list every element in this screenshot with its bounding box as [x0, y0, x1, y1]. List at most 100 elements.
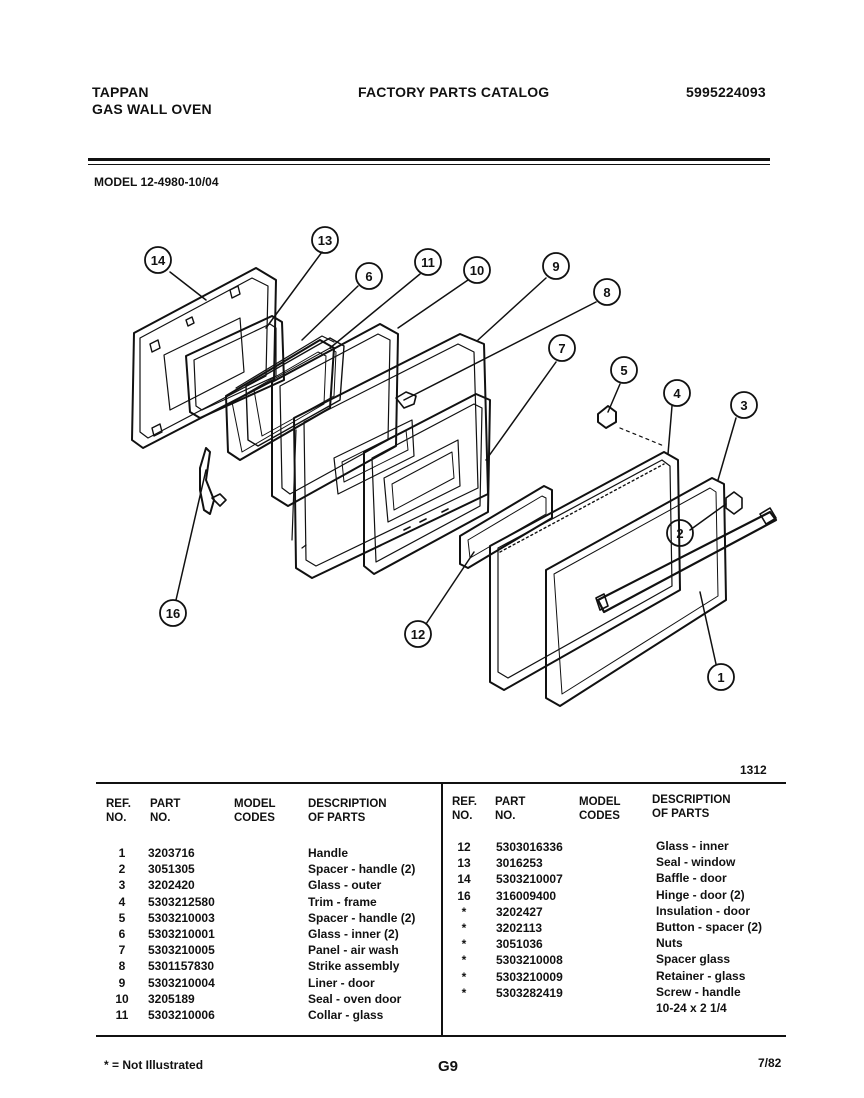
- brand-block: TAPPAN GAS WALL OVEN: [92, 84, 212, 118]
- part-cell: 3205189: [148, 991, 195, 1006]
- part-8-strike: [395, 391, 417, 409]
- part-cell: 5303210006: [148, 1008, 215, 1023]
- left-part-column: 3203716 3051305 3202420 5303212580 53032…: [148, 845, 215, 1023]
- table-top-rule: [96, 782, 786, 784]
- desc-cell: Nuts: [656, 936, 683, 951]
- part-12-glass: [459, 485, 553, 569]
- leader-lines: [169, 251, 737, 665]
- callout-4: 4: [673, 386, 681, 401]
- callout-10: 10: [470, 263, 484, 278]
- part-cell: 3051305: [148, 862, 195, 877]
- part-cell: 5303210009: [496, 969, 563, 984]
- ref-cell: 5: [118, 910, 126, 925]
- desc-cell: 10-24 x 2 1/4: [656, 1001, 727, 1016]
- part-cell: 3016253: [496, 856, 543, 871]
- callout-9: 9: [552, 259, 559, 274]
- table-bottom-rule: [96, 1035, 786, 1037]
- desc-cell: Baffle - door: [656, 871, 727, 886]
- product-name: GAS WALL OVEN: [92, 101, 212, 117]
- part-13-seal: [185, 315, 285, 419]
- ref-cell: *: [461, 937, 467, 952]
- part-1-handle: [595, 507, 778, 614]
- desc-cell: Spacer - handle (2): [308, 910, 416, 925]
- part-4-trim: [489, 451, 681, 691]
- ref-cell: 2: [118, 862, 126, 877]
- part-cell: 5303210001: [148, 927, 215, 942]
- desc-cell: Screw - handle: [656, 984, 741, 999]
- part-cell: 5303210003: [148, 910, 215, 925]
- part-cell: 3051036: [496, 937, 543, 952]
- ref-cell: 9: [118, 975, 126, 990]
- desc-cell: Glass - outer: [308, 878, 382, 893]
- table-divider: [441, 784, 443, 1035]
- part-cell: 5303212580: [148, 894, 215, 909]
- right-desc-column: Glass - inner Seal - window Baffle - doo…: [656, 838, 762, 1016]
- callout-5: 5: [620, 363, 627, 378]
- desc-cell: Glass - inner: [656, 839, 729, 853]
- ref-cell: 1: [118, 846, 126, 860]
- ref-cell: 6: [118, 927, 126, 942]
- ref-cell: 3: [118, 878, 126, 893]
- header-rule-thin: [88, 164, 770, 165]
- callout-7: 7: [558, 341, 565, 356]
- desc-cell: Spacer glass: [656, 952, 731, 967]
- desc-cell: Hinge - door (2): [656, 887, 745, 902]
- left-desc-column: Handle Spacer - handle (2) Glass - outer…: [308, 845, 415, 1023]
- ref-cell: *: [461, 904, 467, 919]
- desc-cell: Trim - frame: [308, 894, 377, 909]
- part-2-spacer: [725, 491, 743, 515]
- ref-cell: 11: [115, 1008, 129, 1023]
- desc-cell: Strike assembly: [308, 959, 400, 974]
- ref-cell: 8: [118, 959, 126, 974]
- header-ref-left: REF.NO.: [106, 798, 131, 824]
- callout-8: 8: [603, 285, 610, 300]
- left-ref-column: 1 2 3 4 5 6 7 8 9 10 11: [110, 845, 134, 1023]
- catalog-title: FACTORY PARTS CATALOG: [358, 84, 550, 100]
- desc-cell: Liner - door: [308, 975, 375, 990]
- header-ref-right: REF.NO.: [452, 796, 477, 822]
- ref-cell: 7: [118, 943, 126, 958]
- header-rule: [88, 158, 770, 161]
- desc-cell: Collar - glass: [308, 1008, 384, 1023]
- part-cell: 3202427: [496, 904, 543, 919]
- right-part-column: 5303016336 3016253 5303210007 316009400 …: [496, 839, 563, 1001]
- part-16-hinge: [199, 447, 227, 515]
- part-cell: 5303282419: [496, 985, 563, 1000]
- part-11-collar: [245, 337, 345, 447]
- desc-cell: Spacer - handle (2): [308, 862, 416, 877]
- desc-cell: Insulation - door: [656, 903, 750, 918]
- page-number: G9: [438, 1058, 459, 1075]
- part-3-glass: [545, 477, 727, 707]
- callout-6: 6: [365, 269, 372, 284]
- ref-cell: 4: [118, 894, 126, 909]
- callout-2: 2: [676, 526, 683, 541]
- ref-cell: *: [461, 953, 467, 968]
- part-cell: 5303210008: [496, 953, 563, 968]
- ref-cell: 14: [457, 872, 471, 887]
- date-code: 7/82: [758, 1056, 782, 1070]
- ref-cell: 10: [115, 991, 129, 1006]
- catalog-number: 5995224093: [686, 84, 766, 100]
- desc-cell: Glass - inner (2): [308, 927, 399, 942]
- part-cell: 5301157830: [148, 959, 215, 974]
- not-illustrated-note: * = Not Illustrated: [104, 1058, 204, 1072]
- callout-13: 13: [318, 233, 332, 248]
- desc-cell: Seal - window: [656, 855, 736, 870]
- part-cell: 5303210005: [148, 943, 215, 958]
- part-cell: 3202113: [496, 921, 543, 936]
- ref-cell: *: [461, 969, 467, 984]
- part-cell: 5303210007: [496, 872, 563, 887]
- desc-cell: Seal - oven door: [308, 991, 402, 1006]
- callout-1: 1: [717, 670, 724, 685]
- part-6-glass: [225, 335, 335, 461]
- ref-cell: 13: [457, 856, 471, 871]
- desc-cell: Panel - air wash: [308, 943, 399, 958]
- brand: TAPPAN: [92, 84, 149, 100]
- part-5-spacer: [597, 405, 665, 447]
